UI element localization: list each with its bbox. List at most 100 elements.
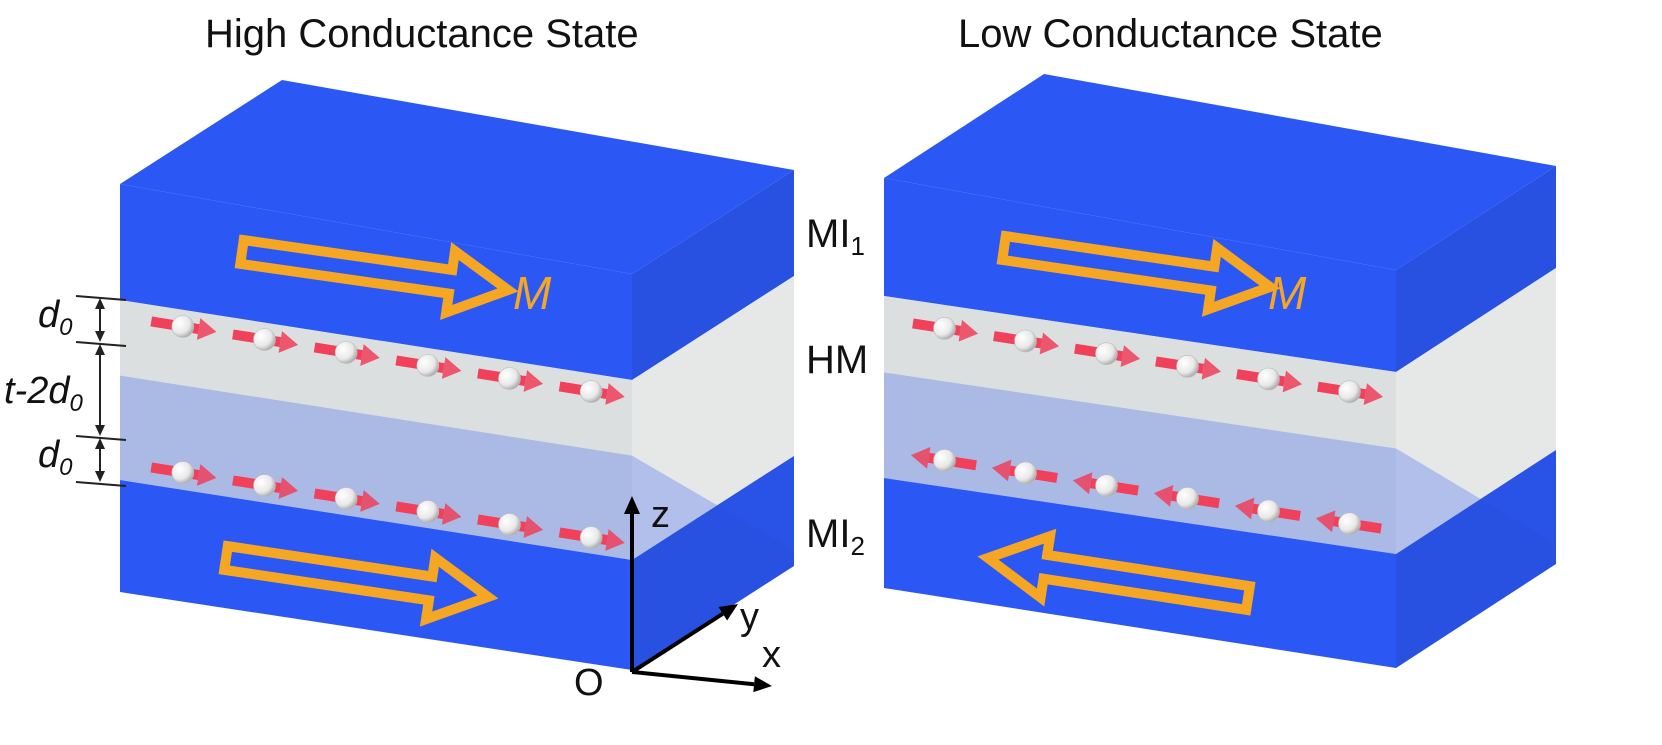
axis-x — [631, 670, 772, 693]
spin-arrow-head — [278, 331, 299, 353]
magnetization-arrow-top — [996, 230, 1281, 317]
top-spin-4 — [1236, 367, 1303, 393]
bottom-spin-0 — [150, 461, 217, 486]
spin-electron-ball — [933, 449, 956, 472]
dimension-arrowhead-top — [95, 298, 105, 309]
spin-electron-ball — [171, 461, 195, 484]
hm-label: HM — [806, 338, 869, 382]
spin-arrow-head — [523, 516, 544, 538]
coordinate-axes — [624, 496, 772, 693]
top-spin-4 — [477, 367, 544, 392]
hm-lower-interface — [884, 372, 1556, 554]
bottom-spin-5 — [558, 526, 625, 551]
axis-arrowhead — [624, 496, 640, 514]
axis-line — [631, 670, 755, 687]
spin-electron-ball — [579, 526, 603, 549]
axis-origin-label: O — [574, 662, 604, 704]
spin-electron-ball — [579, 380, 603, 403]
spin-electron-ball — [498, 513, 521, 536]
spin-arrow-head — [441, 357, 462, 379]
top-spin-5 — [1317, 380, 1384, 406]
spin-electron-ball — [1338, 512, 1361, 535]
dim-tick-2 — [75, 341, 127, 347]
spin-electron-ball — [1338, 380, 1361, 403]
spin-electron-ball — [1257, 499, 1280, 523]
magnetization-label-left: M — [513, 267, 552, 319]
spin-electron-ball — [498, 367, 521, 390]
spin-electron-ball — [1257, 367, 1280, 391]
spin-arrow-head — [1282, 370, 1303, 393]
spin-arrow-head — [991, 459, 1012, 482]
top-spin-3 — [1155, 355, 1222, 380]
mi1-front-face — [884, 178, 1396, 372]
dimension-d0-top — [95, 298, 105, 342]
bottom-spin-3 — [395, 500, 462, 525]
spin-electron-ball — [933, 317, 956, 340]
mi2-label: MI2 — [806, 512, 865, 561]
d0-bottom-label: d0 — [38, 434, 73, 481]
low-conductance-panel — [884, 74, 1556, 668]
spin-arrow-head — [441, 503, 462, 525]
spin-electron-ball — [1095, 474, 1118, 497]
spin-electron-ball — [1176, 487, 1199, 510]
spin-arrow-head — [196, 318, 217, 340]
axis-x-label: x — [762, 634, 781, 676]
spin-arrow-head — [360, 490, 380, 512]
panel-title-high: High Conductance State — [205, 12, 639, 56]
mi2-front-face — [120, 480, 632, 670]
dimension-arrowhead-bottom — [95, 425, 105, 436]
dimension-arrowhead-top — [95, 344, 105, 355]
hm-side-face — [1396, 268, 1556, 554]
spin-arrow-head — [523, 370, 544, 392]
bottom-spin-4 — [477, 513, 544, 538]
axis-arrowhead — [753, 676, 772, 693]
magnetization-label-right: M — [1268, 267, 1307, 319]
bottom-spin-0 — [910, 446, 977, 472]
bottom-spin-1 — [991, 459, 1058, 485]
spin-electron-ball — [1176, 355, 1199, 378]
spin-arrow-head — [196, 464, 217, 486]
mi1-label: MI1 — [806, 212, 865, 261]
spin-arrow-head — [1072, 472, 1093, 495]
spin-arrow-head — [1039, 332, 1060, 355]
spin-electron-ball — [171, 315, 195, 338]
magnetization-arrow-bottom — [218, 540, 499, 627]
spin-arrow-head — [958, 319, 979, 342]
mi2-side-face — [632, 456, 794, 670]
bottom-spin-2 — [313, 487, 380, 512]
dim-tick-1 — [75, 295, 127, 301]
mi1-side-face — [632, 170, 794, 380]
dimension-markers — [75, 295, 127, 487]
hm-front-face — [884, 296, 1396, 554]
top-spin-2 — [1074, 342, 1141, 368]
bottom-spin-5 — [1315, 510, 1382, 535]
t-minus-2d0-label: t-2d0 — [4, 370, 83, 417]
axis-z-label: z — [651, 494, 670, 536]
mi1-side-face — [1396, 166, 1556, 372]
top-spin-0 — [150, 315, 217, 340]
panel-title-low: Low Conductance State — [958, 12, 1383, 56]
bottom-spin-3 — [1153, 484, 1220, 510]
magnetization-arrow-bottom — [977, 528, 1256, 616]
spin-arrow-head — [1363, 383, 1384, 406]
spin-electron-ball — [334, 487, 358, 510]
top-spin-2 — [313, 341, 380, 366]
spin-arrow-head — [360, 344, 380, 366]
dim-tick-4 — [75, 481, 127, 487]
dimension-arrowhead-top — [95, 438, 105, 449]
mi2-side-face — [1396, 450, 1556, 668]
bottom-spin-4 — [1234, 497, 1301, 523]
mi1-top-face — [120, 80, 794, 274]
top-spin-1 — [993, 329, 1060, 355]
spin-arrow-head — [910, 446, 931, 469]
axis-y — [630, 604, 738, 674]
spin-arrow-head — [1201, 357, 1222, 380]
spin-electron-ball — [334, 341, 358, 364]
dimension-arrowhead-bottom — [95, 471, 105, 482]
spin-electron-ball — [253, 328, 276, 351]
spin-arrow-head — [605, 529, 625, 551]
spin-electron-ball — [1095, 342, 1118, 365]
d0-top-label: d0 — [38, 294, 73, 341]
spin-electron-ball — [253, 474, 276, 497]
